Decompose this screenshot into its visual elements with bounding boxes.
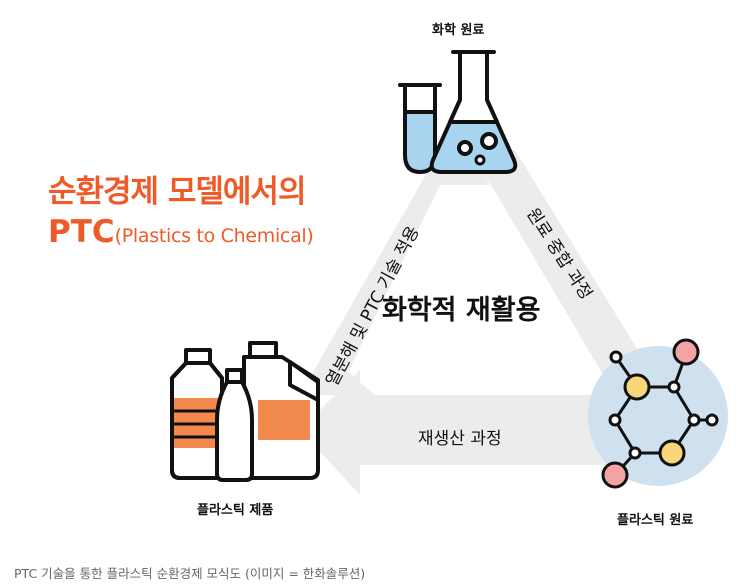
bottom-arrow-shape xyxy=(300,370,610,495)
left-arrow-shape xyxy=(300,120,490,395)
node-label-plastic-product: 플라스틱 제품 xyxy=(197,503,274,518)
diagram-title-line1: 순환경제 모델에서의 xyxy=(48,174,306,210)
flask-icon xyxy=(398,50,518,174)
center-label: 화학적 재활용 xyxy=(382,295,541,326)
arrow-label-reproduction: 재생산 과정 xyxy=(418,429,502,449)
node-label-chemical-raw: 화학 원료 xyxy=(432,23,485,38)
diagram-title-line2: PTC(Plastics to Chemical) xyxy=(48,214,314,250)
title-ptc-expansion: (Plastics to Chemical) xyxy=(114,225,314,247)
plastic-bottles-icon xyxy=(170,341,320,482)
node-label-plastic-raw: 플라스틱 원료 xyxy=(617,513,694,528)
title-ptc: PTC xyxy=(48,214,115,250)
image-caption: PTC 기술을 통한 플라스틱 순환경제 모식도 (이미지 = 한화솔루션) xyxy=(14,566,366,581)
molecule-icon xyxy=(588,338,728,489)
